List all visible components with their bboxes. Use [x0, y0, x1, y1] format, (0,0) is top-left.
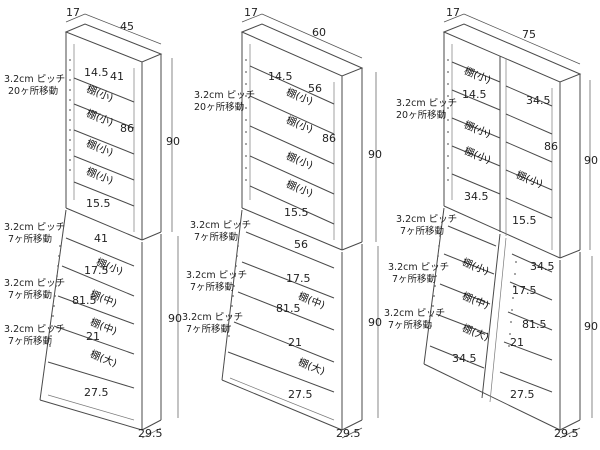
dim-81-5: 81.5 — [522, 318, 547, 331]
pitch-note: 3.2cm ピッチ — [4, 278, 65, 289]
pitch-note: 7ヶ所移動 — [400, 225, 444, 237]
depth-label: 17 — [446, 6, 460, 19]
pitch-note: 3.2cm ピッチ — [396, 98, 457, 109]
cabinet-75: 17 75 — [384, 6, 598, 440]
pitch-note: 7ヶ所移動 — [388, 319, 432, 331]
dim-27-5: 27.5 — [288, 388, 313, 401]
pitch-note: 7ヶ所移動 — [194, 231, 238, 243]
dim-17-5: 17.5 — [512, 284, 537, 297]
pitch-note: 7ヶ所移動 — [392, 273, 436, 285]
pitch-note: 20ヶ所移動 — [8, 85, 58, 97]
shelf-small-tag: 棚(小) — [85, 82, 116, 105]
dim-21: 21 — [288, 336, 302, 349]
shelf-large-tag: 棚(大) — [296, 355, 327, 378]
pitch-note: 7ヶ所移動 — [186, 323, 230, 335]
depth-label: 17 — [244, 6, 258, 19]
shelf-small-tag: 棚(小) — [284, 113, 315, 136]
dim-27-5: 27.5 — [84, 386, 109, 399]
width-label: 45 — [120, 20, 134, 33]
dim-17-5: 17.5 — [286, 272, 311, 285]
shelf-small-tag: 棚(小) — [462, 64, 493, 87]
shelf-small-tag: 棚(小) — [460, 255, 491, 278]
dim-86: 86 — [120, 122, 134, 135]
dim-17-5: 17.5 — [84, 264, 109, 277]
pitch-note: 3.2cm ピッチ — [194, 90, 255, 101]
pitch-note: 3.2cm ピッチ — [396, 214, 457, 225]
pitch-note: 7ヶ所移動 — [8, 335, 52, 347]
dim-86: 86 — [322, 132, 336, 145]
dim-14-5: 14.5 — [268, 70, 293, 83]
pitch-note: 3.2cm ピッチ — [4, 74, 65, 85]
base-depth-label: 29.5 — [554, 427, 579, 440]
pitch-note: 20ヶ所移動 — [396, 109, 446, 121]
dim-lower-41: 41 — [94, 232, 108, 245]
dim-41: 41 — [110, 70, 124, 83]
dim-34-5: 34.5 — [530, 260, 555, 273]
pitch-note: 3.2cm ピッチ — [190, 220, 251, 231]
width-label: 60 — [312, 26, 326, 39]
dim-14-5: 14.5 — [462, 88, 487, 101]
dim-14-5: 14.5 — [84, 66, 109, 79]
shelf-small-tag: 棚(小) — [85, 106, 116, 129]
shelf-small-tag: 棚(小) — [284, 177, 315, 200]
shelf-medium-tag: 棚(中) — [460, 289, 491, 312]
dim-21: 21 — [86, 330, 100, 343]
dim-15-5: 15.5 — [284, 206, 309, 219]
shelf-small-tag: 棚(小) — [85, 136, 116, 159]
dim-15-5: 15.5 — [86, 197, 111, 210]
upper-height-label: 90 — [584, 154, 598, 167]
shelf-small-tag: 棚(小) — [462, 144, 493, 167]
shelf-large-tag: 棚(大) — [88, 347, 119, 370]
lower-height-label: 90 — [368, 316, 382, 329]
pitch-note: 3.2cm ピッチ — [182, 312, 243, 323]
lower-height-label: 90 — [584, 320, 598, 333]
dim-34-5: 34.5 — [452, 352, 477, 365]
shelf-small-tag: 棚(小) — [462, 118, 493, 141]
base-depth-label: 29.5 — [336, 427, 361, 440]
pitch-note: 3.2cm ピッチ — [388, 262, 449, 273]
dim-21: 21 — [510, 336, 524, 349]
dim-34-5: 34.5 — [526, 94, 551, 107]
dim-15-5: 15.5 — [512, 214, 537, 227]
pitch-note: 3.2cm ピッチ — [186, 270, 247, 281]
lower-height-label: 90 — [168, 312, 182, 325]
dim-81-5: 81.5 — [276, 302, 301, 315]
pitch-note: 3.2cm ピッチ — [4, 222, 65, 233]
pitch-note: 7ヶ所移動 — [8, 289, 52, 301]
pitch-note: 20ヶ所移動 — [194, 101, 244, 113]
width-label: 75 — [522, 28, 536, 41]
pitch-note: 7ヶ所移動 — [190, 281, 234, 293]
shelf-large-tag: 棚(大) — [460, 321, 491, 344]
shelf-small-tag: 棚(小) — [284, 149, 315, 172]
dim-81-5: 81.5 — [72, 294, 97, 307]
upper-height-label: 90 — [166, 135, 180, 148]
cabinet-45: 17 45 — [4, 6, 182, 440]
cabinet-60: 17 60 — [182, 6, 382, 440]
dim-lower-56: 56 — [294, 238, 308, 251]
pitch-note: 3.2cm ピッチ — [384, 308, 445, 319]
upper-height-label: 90 — [368, 148, 382, 161]
dim-56: 56 — [308, 82, 322, 95]
pitch-note: 7ヶ所移動 — [8, 233, 52, 245]
dim-27-5: 27.5 — [510, 388, 535, 401]
shelf-small-tag: 棚(小) — [85, 164, 116, 187]
pitch-note: 3.2cm ピッチ — [4, 324, 65, 335]
dim-86: 86 — [544, 140, 558, 153]
dim-34-5: 34.5 — [464, 190, 489, 203]
base-depth-label: 29.5 — [138, 427, 163, 440]
depth-label: 17 — [66, 6, 80, 19]
shelf-small-tag: 棚(小) — [514, 168, 545, 191]
shelf-medium-tag: 棚(中) — [296, 289, 327, 312]
